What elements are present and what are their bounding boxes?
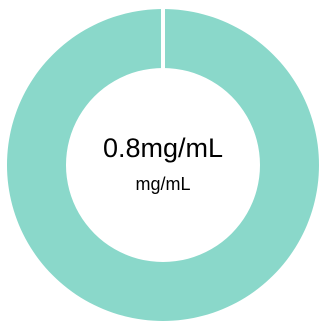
center-unit-label: mg/mL (135, 174, 190, 194)
donut-slices (6, 7, 319, 321)
donut-slice-0 (6, 9, 319, 321)
center-value-label: 0.8mg/mL (103, 133, 223, 163)
